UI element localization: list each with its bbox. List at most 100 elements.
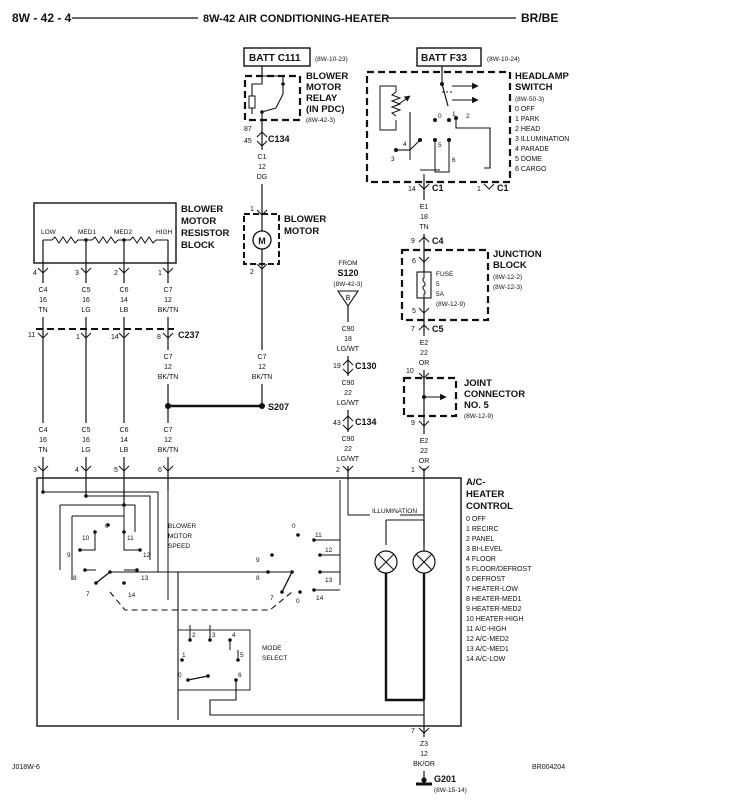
- low-wire-gauge: 12: [164, 437, 172, 444]
- res-wire-gauge: 16: [39, 297, 47, 304]
- control-pos: 7 HEATER-LOW: [466, 586, 518, 593]
- res-wire-id: C6: [120, 287, 129, 294]
- low-wire-gauge: 16: [39, 437, 47, 444]
- res-pin: 4: [33, 270, 37, 277]
- tap-med1: MED1: [78, 229, 96, 236]
- s120-name: S120: [337, 268, 358, 278]
- control-pos: 14 A/C-LOW: [466, 656, 506, 663]
- ground-point: [421, 777, 427, 783]
- wire-c1-gauge: 12: [258, 164, 266, 171]
- speed-pos: 10: [82, 535, 90, 542]
- control-pos: 8 HEATER-MED1: [466, 596, 522, 603]
- footer-left: J018W-6: [12, 764, 40, 771]
- mode-pos: 0: [178, 672, 182, 679]
- low-wire-gauge: 14: [120, 437, 128, 444]
- speed-label-2: MOTOR: [168, 533, 192, 540]
- ac-pos: 9: [256, 557, 260, 564]
- fuse-amp: 5A: [436, 291, 445, 298]
- ac-pos: 14: [316, 595, 324, 602]
- from-label: FROM: [338, 260, 357, 267]
- control-pos: 10 HEATER-HIGH: [466, 616, 523, 623]
- relay-title-1: BLOWER: [306, 71, 348, 82]
- c134-top-pin-b: 45: [244, 138, 252, 145]
- control-pos: 4 FLOOR: [466, 556, 496, 563]
- blower-motor-title-2: MOTOR: [284, 226, 319, 237]
- c5-name: C5: [432, 324, 444, 334]
- low-wire-id: C6: [120, 427, 129, 434]
- wire-e2a-gauge: 22: [420, 350, 428, 357]
- wire-c90a-gauge: 18: [344, 336, 352, 343]
- hl-pin-2: 2: [466, 113, 470, 120]
- c5-pin: 7: [411, 326, 415, 333]
- mode-label-2: SELECT: [262, 655, 287, 662]
- resistor-chain: [43, 236, 168, 244]
- headlamp-pos: 5 DOME: [515, 156, 542, 163]
- batt-f33-label: BATT F33: [421, 53, 467, 64]
- resistor-title-3: RESISTOR: [181, 228, 230, 239]
- control-positions: 0 OFF 1 RECIRC 2 PANEL 3 BI-LEVEL 4 FLOO…: [466, 516, 532, 663]
- headlamp-pos: 1 PARK: [515, 116, 540, 123]
- control-pos: 9 HEATER-MED2: [466, 606, 522, 613]
- c7-mid-gauge: 12: [164, 364, 172, 371]
- relay-ref: (8W-42-3): [306, 117, 335, 124]
- wire-e2b-color: OR: [419, 458, 430, 465]
- c130-name: C130: [355, 361, 377, 371]
- mode-label-1: MODE: [262, 645, 282, 652]
- ctrl-pin: 4: [75, 467, 79, 474]
- res-pin: 3: [75, 270, 79, 277]
- wire-c7-motor-gauge: 12: [258, 364, 266, 371]
- low-wire-gauge: 16: [82, 437, 90, 444]
- ctrl-pin: 6: [158, 467, 162, 474]
- hl-pin-1: 1: [452, 111, 456, 118]
- s120-ref: (8W-42-3): [333, 281, 362, 288]
- low-wire-color: BK/TN: [158, 447, 179, 454]
- tap-low: LOW: [41, 229, 57, 236]
- fuse-label: FUSE: [436, 271, 454, 278]
- blower-speed-switch: 10 0 11 9 12 8 13 7 14 BLOWER MOTOR SPEE…: [67, 523, 196, 599]
- res-pin: 2: [114, 270, 118, 277]
- batt-c111-ref: (8W-10-23): [315, 56, 348, 63]
- mode-pos: 4: [232, 632, 236, 639]
- tap-high: HIGH: [156, 229, 173, 236]
- wire-e1-id: E1: [420, 204, 429, 211]
- batt-c111-box: [243, 47, 311, 67]
- ground-wire-id: Z3: [420, 741, 428, 748]
- control-pos: 11 A/C-HIGH: [466, 626, 506, 633]
- hl-pin-6: 6: [452, 157, 456, 164]
- c237-name: C237: [178, 330, 200, 340]
- joint-pin-bot: 9: [411, 420, 415, 427]
- lamp-left: [374, 550, 398, 574]
- ctrl-pin: 2: [336, 467, 340, 474]
- res-wire-color: LG: [81, 307, 90, 314]
- s120-tag-shape: [336, 290, 360, 307]
- ac-pos: 0: [296, 598, 300, 605]
- headlamp-pos: 0 OFF: [515, 106, 535, 113]
- c130-pin: 19: [333, 363, 341, 370]
- mode-pos: 1: [182, 652, 186, 659]
- relay-title-2: MOTOR: [306, 82, 341, 93]
- ac-pos: 0: [292, 523, 296, 530]
- relay-title-3: RELAY: [306, 93, 338, 104]
- control-pos: 1 RECIRC: [466, 526, 499, 533]
- wire-e1-color: TN: [419, 224, 428, 231]
- junction-block-box: [400, 248, 490, 322]
- control-title-3: CONTROL: [466, 501, 513, 512]
- illumination-label: ILLUMINATION: [372, 508, 417, 515]
- joint-title-3: NO. 5: [464, 400, 490, 411]
- hl-c1-right: C1: [497, 183, 509, 193]
- header-left: 8W - 42 - 4: [12, 11, 72, 25]
- s207-label: S207: [268, 402, 289, 412]
- speed-pos: 9: [67, 552, 71, 559]
- headlamp-pos: 6 CARGO: [515, 166, 547, 173]
- control-pos: 6 DEFROST: [466, 576, 506, 583]
- blower-motor-title-1: BLOWER: [284, 214, 326, 225]
- res-wire-color: BK/TN: [158, 307, 179, 314]
- mode-select-switch: 2 3 4 1 5 0 6 MODE SELECT: [177, 625, 287, 691]
- c134-top-pin-a: 87: [244, 126, 252, 133]
- footer-right: BR004204: [532, 764, 565, 771]
- batt-f33-box: [416, 47, 482, 67]
- ground-ref: (8W-15-14): [434, 787, 467, 794]
- blower-relay-box: [243, 74, 302, 122]
- joint-connector-box: [402, 376, 458, 418]
- mode-pos: 6: [238, 672, 242, 679]
